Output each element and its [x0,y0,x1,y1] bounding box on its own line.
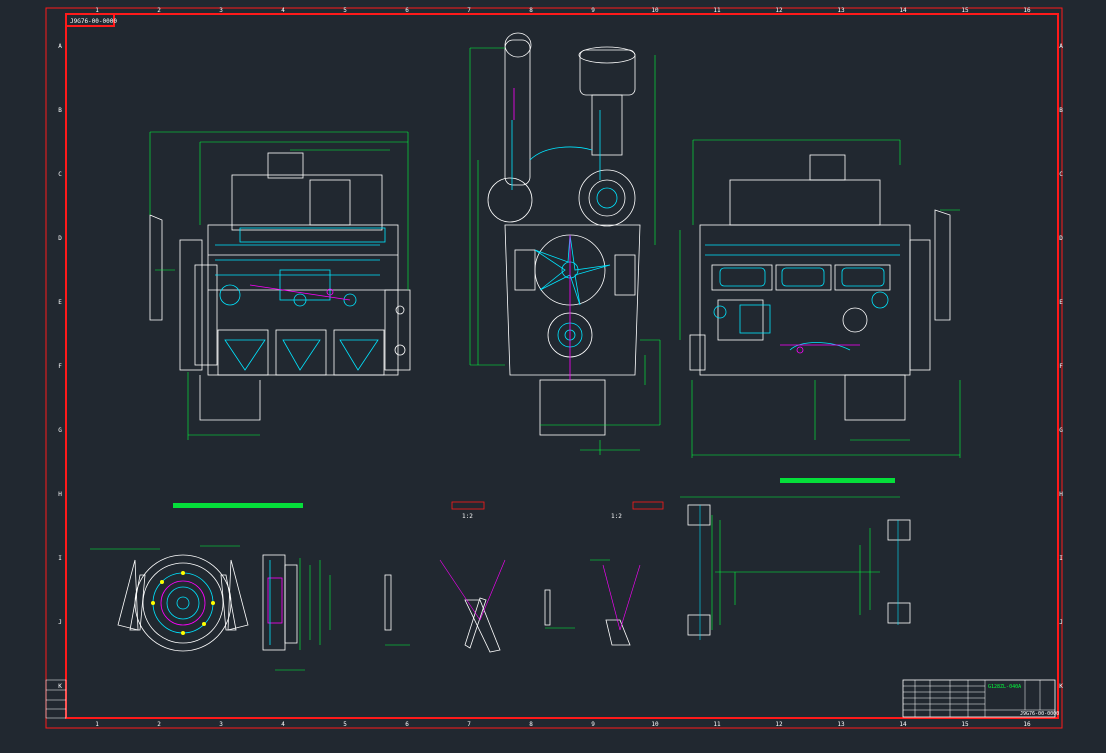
row-letters-right: A B C D E F G H I J K [1059,43,1063,690]
column-number-top: 7 [467,7,471,14]
row-letter-right: F [1059,363,1063,370]
row-letter-right: B [1059,107,1063,114]
column-number-top: 12 [775,7,783,14]
column-number-top: 2 [157,7,161,14]
flywheel-detail [90,545,249,652]
row-letter-left: G [58,427,62,434]
column-number-top: 8 [529,7,533,14]
drawing-code-box: J9G76-00-0000 [65,13,117,27]
row-letter-right: H [1059,491,1063,498]
row-letter-right: C [1059,171,1063,178]
column-number-bottom: 13 [837,721,845,728]
column-number-bottom: 14 [899,721,907,728]
row-letter-left: J [58,619,62,626]
row-letters-left: A B C D E F G H I J K [58,43,62,690]
column-number-bottom: 8 [529,721,533,728]
column-number-top: 1 [95,7,99,14]
row-letter-left: H [58,491,62,498]
row-letter-left: B [58,107,62,114]
drawing-frame [45,7,1063,729]
column-number-bottom: 5 [343,721,347,728]
row-letter-right: D [1059,235,1063,242]
flywheel-housing-section [262,554,331,671]
row-letter-left: C [58,171,62,178]
scale-label-2: 1:2 [611,513,622,520]
row-letter-right: G [1059,427,1063,434]
column-number-top: 9 [591,7,595,14]
scale-label-1: 1:2 [462,513,473,520]
title-model: G128ZL-040A [988,684,1021,690]
column-number-top: 13 [837,7,845,14]
column-number-top: 14 [899,7,907,14]
row-letter-right: J [1059,619,1063,626]
engine-right-side-view [679,139,961,458]
row-letter-right: E [1059,299,1063,306]
row-letter-left: F [58,363,62,370]
column-number-bottom: 7 [467,721,471,728]
column-number-bottom: 16 [1023,721,1031,728]
section-headings [173,478,895,508]
column-number-top: 6 [405,7,409,14]
column-number-top: 16 [1023,7,1031,14]
row-letter-left: E [58,299,62,306]
title-block: G128ZL-040A J9G76-00-0000 [902,679,1059,718]
row-letter-right: I [1059,555,1063,562]
column-number-bottom: 9 [591,721,595,728]
engine-front-end-view [469,32,661,455]
section-labels: 1:2 1:2 [451,501,664,520]
title-drawing-number: J9G76-00-0000 [1020,711,1059,717]
row-letter-left: D [58,235,62,242]
row-letter-left: K [58,683,62,690]
column-number-top: 4 [281,7,285,14]
inner-border [65,13,1059,719]
revision-table [45,679,67,719]
column-number-bottom: 15 [961,721,969,728]
drawing-code: J9G76-00-0000 [70,18,117,25]
column-number-top: 10 [651,7,659,14]
engine-left-side-view [149,131,411,440]
row-letter-left: A [58,43,62,50]
column-number-bottom: 1 [95,721,99,728]
row-letter-left: I [58,555,62,562]
column-number-bottom: 3 [219,721,223,728]
column-number-bottom: 12 [775,721,783,728]
column-number-top: 3 [219,7,223,14]
row-letter-right: K [1059,683,1063,690]
column-number-bottom: 6 [405,721,409,728]
mounting-diagram [680,496,911,640]
column-number-bottom: 10 [651,721,659,728]
row-letter-right: A [1059,43,1063,50]
column-number-bottom: 2 [157,721,161,728]
column-number-bottom: 4 [281,721,285,728]
column-number-bottom: 11 [713,721,721,728]
column-number-top: 15 [961,7,969,14]
column-number-top: 11 [713,7,721,14]
bracket-details [384,559,641,653]
column-number-top: 5 [343,7,347,14]
